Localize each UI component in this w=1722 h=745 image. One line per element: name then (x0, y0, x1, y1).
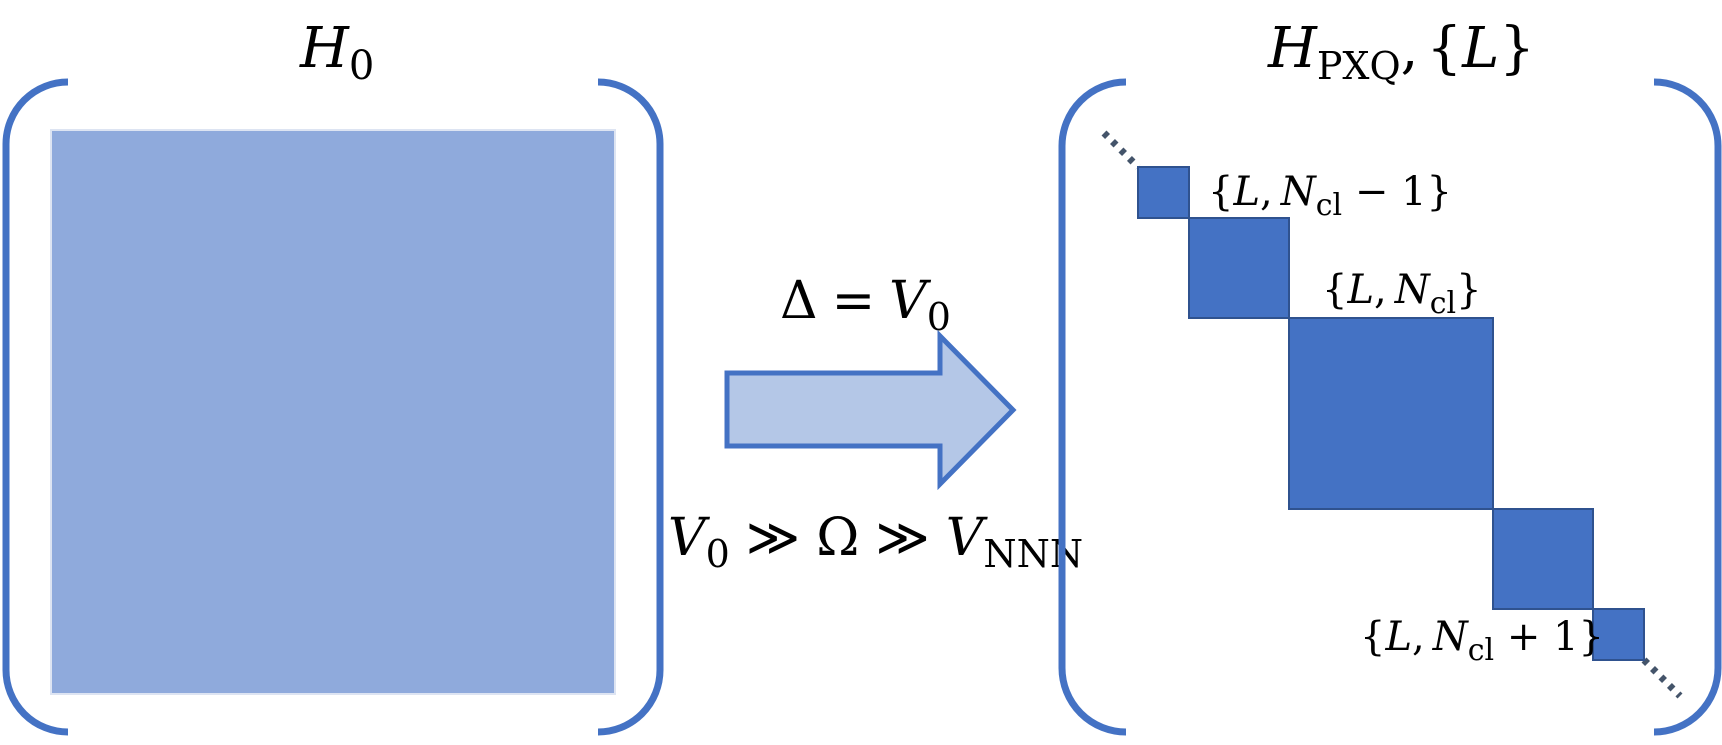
block-n-plus-1 (1592, 608, 1645, 661)
left-matrix-left-bracket (2, 78, 69, 736)
left-matrix: H0 (2, 16, 664, 736)
label-n-cl: {L,Ncl} (1322, 267, 1482, 321)
block-n-cl (1288, 317, 1494, 510)
right-matrix: HPXQ,{L} {L,Ncl − 1} {L,Ncl} {L,Ncl + 1} (1058, 16, 1722, 736)
block-upper (1188, 217, 1290, 319)
label-n-minus-1: {L,Ncl − 1} (1208, 169, 1452, 223)
block-n-minus-1 (1137, 166, 1190, 219)
label-n-plus-1: {L,Ncl + 1} (1360, 614, 1604, 668)
left-matrix-title: H0 (299, 16, 374, 89)
right-matrix-right-bracket (1653, 78, 1722, 736)
leading-dots (1101, 130, 1141, 170)
right-matrix-left-bracket (1058, 78, 1127, 736)
block-lower (1492, 508, 1594, 610)
trailing-dots (1641, 657, 1683, 699)
left-matrix-right-bracket (597, 78, 664, 736)
arrow-bottom-label: V0≫Ω≫VNNN (668, 508, 1083, 576)
left-matrix-fill (50, 129, 616, 695)
right-arrow-shape (724, 329, 1017, 491)
arrow-top-label: Δ=V0 (780, 271, 951, 339)
right-matrix-title: HPXQ,{L} (1267, 16, 1535, 88)
transformation-arrow: Δ=V0 V0≫Ω≫VNNN (668, 271, 1083, 576)
